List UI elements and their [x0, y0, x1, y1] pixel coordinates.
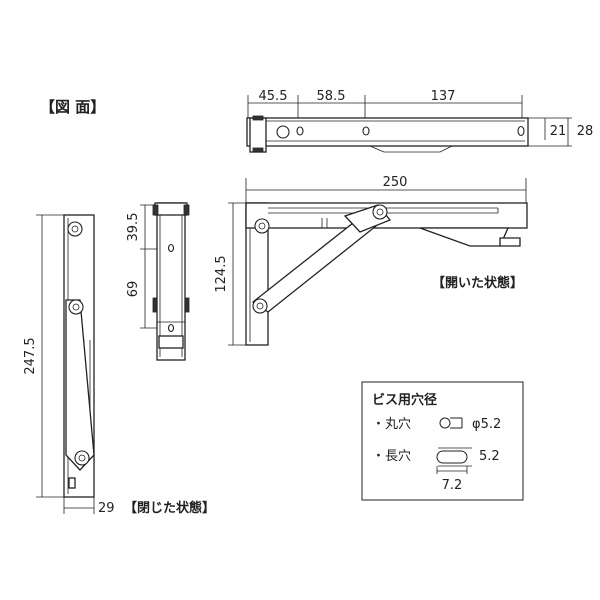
- open-caption: 【開いた状態】: [432, 275, 523, 291]
- round-hole-icon: [439, 417, 463, 429]
- closed-view: 247.5 29 【閉じた状態】: [23, 214, 215, 516]
- top-view: 45.5 58.5 137 21 28: [246, 89, 594, 153]
- closed-pivot-bottom: [74, 450, 90, 466]
- closed-pivot-mid: [68, 299, 84, 315]
- pivot-brace-top: [372, 204, 388, 220]
- legend-box: [361, 381, 524, 501]
- dim-250: 250: [383, 175, 408, 190]
- legend-slot-label: ・長穴: [372, 449, 411, 464]
- closed-pivot-top: [67, 221, 83, 237]
- dim-69: 69: [126, 281, 141, 298]
- dim-137: 137: [431, 89, 456, 104]
- slot-hole: [517, 125, 525, 137]
- closed-caption: 【閉じた状態】: [124, 500, 215, 516]
- round-hole: [296, 126, 304, 136]
- side-hole-upper: [167, 243, 175, 253]
- dim-39-5: 39.5: [126, 213, 141, 242]
- dim-29: 29: [98, 501, 115, 516]
- dim-247-5: 247.5: [23, 337, 38, 374]
- screw-hole-legend: ビス用穴径 ・丸穴 φ5.2 ・長穴 5.2 7.2: [361, 381, 524, 501]
- lock-mechanism: [419, 227, 510, 247]
- legend-round-value: φ5.2: [472, 417, 501, 432]
- side-view: 39.5 69: [126, 202, 190, 361]
- top-view-end-cap: [249, 117, 267, 153]
- slot-hole-icon: [436, 447, 472, 474]
- dim-28: 28: [577, 124, 594, 139]
- pivot-brace-bottom: [252, 298, 268, 314]
- pivot-upper: [254, 218, 270, 234]
- pivot-pin: [276, 125, 290, 139]
- dim-45-5: 45.5: [259, 89, 288, 104]
- legend-slot-height: 5.2: [479, 449, 500, 464]
- dim-58-5: 58.5: [317, 89, 346, 104]
- dim-21: 21: [550, 124, 567, 139]
- legend-round-label: ・丸穴: [372, 417, 411, 432]
- dim-124-5: 124.5: [214, 255, 229, 292]
- drawing-title: 【図 面】: [40, 98, 105, 116]
- round-hole: [362, 126, 370, 136]
- legend-slot-width: 7.2: [442, 478, 463, 493]
- legend-title: ビス用穴径: [372, 392, 437, 408]
- open-view: 250 124.5 【開いた状態】: [214, 175, 528, 346]
- side-hole-lower: [167, 323, 175, 333]
